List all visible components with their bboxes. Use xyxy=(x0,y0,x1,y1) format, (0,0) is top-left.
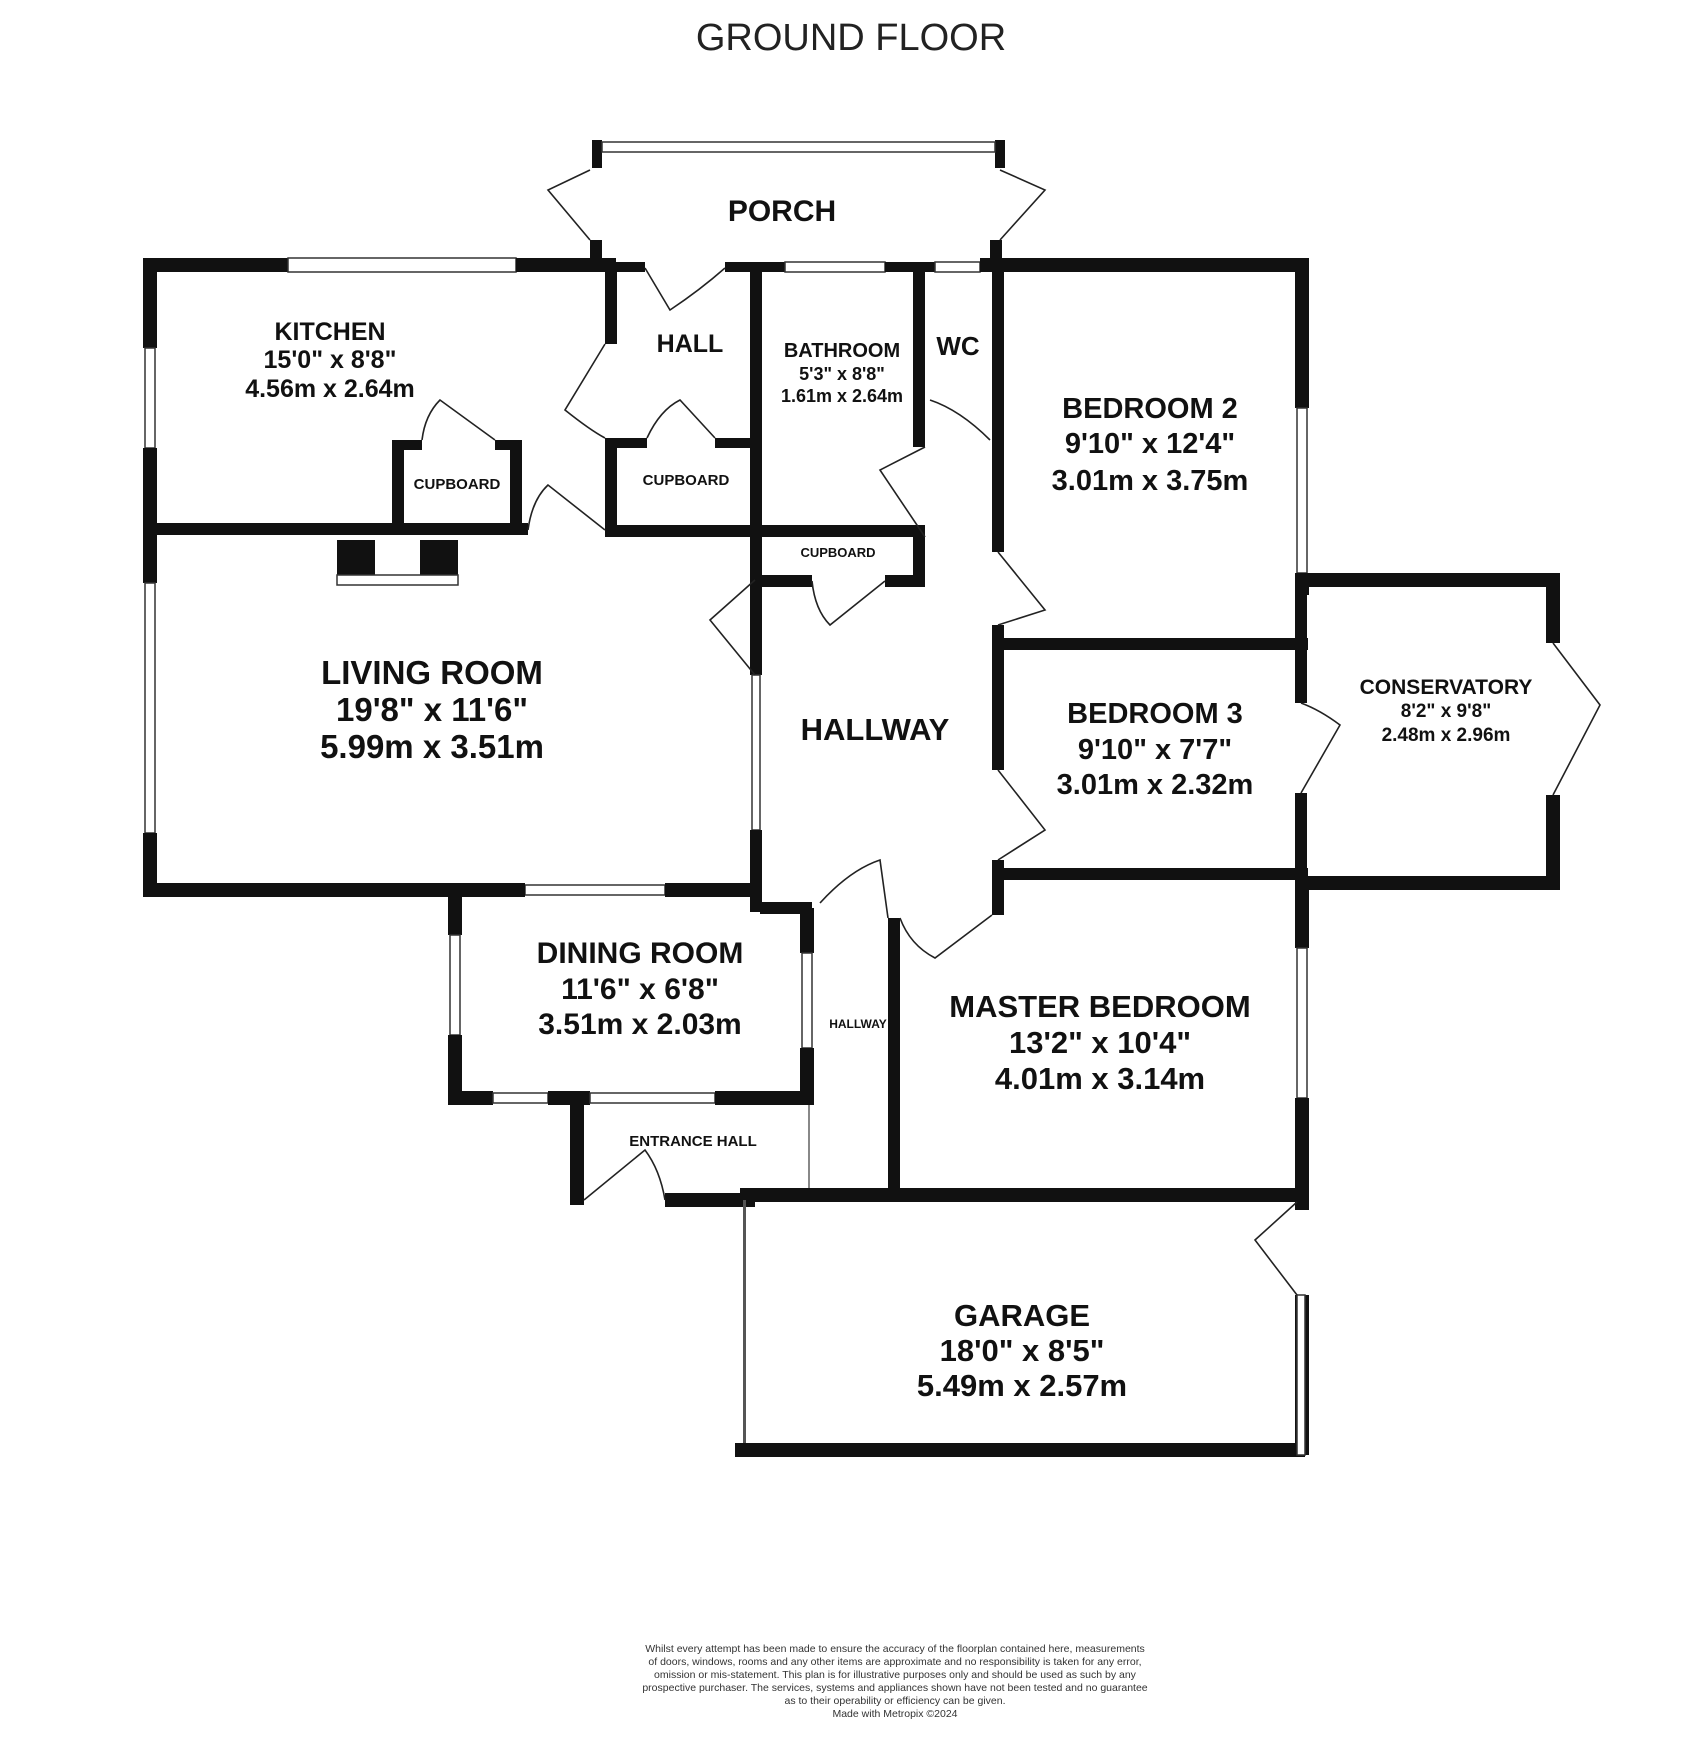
disclaimer-credit: Made with Metropix ©2024 xyxy=(832,1708,957,1720)
walls xyxy=(143,140,1560,1457)
doors xyxy=(421,169,1601,1296)
disclaimer: Whilst every attempt has been made to en… xyxy=(642,1643,1147,1720)
hallway-label: HALLWAY xyxy=(801,712,950,747)
disclaimer-line: prospective purchaser. The services, sys… xyxy=(642,1682,1147,1694)
cupboard-bath-label: CUPBOARD xyxy=(800,545,875,560)
disclaimer-line: as to their operability or efficiency ca… xyxy=(784,1695,1005,1707)
disclaimer-line: omission or mis-statement. This plan is … xyxy=(654,1669,1137,1681)
dining-label: DINING ROOM xyxy=(537,937,744,970)
wc-label: WC xyxy=(936,331,980,361)
bathroom-imperial: 5'3" x 8'8" xyxy=(799,364,885,384)
conservatory-metric: 2.48m x 2.96m xyxy=(1382,725,1511,746)
bedroom2-label: BEDROOM 2 xyxy=(1062,393,1238,425)
master-metric: 4.01m x 3.14m xyxy=(995,1061,1205,1096)
bathroom-metric: 1.61m x 2.64m xyxy=(781,386,903,406)
hallway-small-label: HALLWAY xyxy=(829,1017,887,1031)
bathroom-label: BATHROOM xyxy=(784,340,900,362)
living-label: LIVING ROOM xyxy=(321,654,543,691)
living-metric: 5.99m x 3.51m xyxy=(320,728,544,765)
kitchen-metric: 4.56m x 2.64m xyxy=(245,375,415,403)
entrance-label: ENTRANCE HALL xyxy=(629,1133,757,1150)
bedroom3-label: BEDROOM 3 xyxy=(1067,698,1243,730)
room-labels: PORCH KITCHEN 15'0" x 8'8" 4.56m x 2.64m… xyxy=(245,195,1532,1403)
bedroom2-metric: 3.01m x 3.75m xyxy=(1052,465,1249,497)
master-label: MASTER BEDROOM xyxy=(949,989,1250,1024)
porch-label: PORCH xyxy=(728,195,836,228)
bedroom3-metric: 3.01m x 2.32m xyxy=(1057,769,1254,801)
garage-label: GARAGE xyxy=(954,1298,1090,1333)
cupboard-hall-label: CUPBOARD xyxy=(643,472,730,489)
garage-imperial: 18'0" x 8'5" xyxy=(940,1333,1105,1368)
bedroom2-imperial: 9'10" x 12'4" xyxy=(1065,428,1235,460)
garage-metric: 5.49m x 2.57m xyxy=(917,1368,1127,1403)
living-imperial: 19'8" x 11'6" xyxy=(336,691,528,728)
master-imperial: 13'2" x 10'4" xyxy=(1009,1025,1191,1060)
bedroom3-imperial: 9'10" x 7'7" xyxy=(1078,734,1232,766)
conservatory-imperial: 8'2" x 9'8" xyxy=(1401,701,1491,722)
conservatory-label: CONSERVATORY xyxy=(1360,676,1533,699)
kitchen-label: KITCHEN xyxy=(274,318,385,346)
dining-metric: 3.51m x 2.03m xyxy=(538,1008,741,1041)
kitchen-imperial: 15'0" x 8'8" xyxy=(264,346,397,374)
cupboard-kitchen-label: CUPBOARD xyxy=(414,476,501,493)
floor-title: GROUND FLOOR xyxy=(696,17,1006,59)
dining-imperial: 11'6" x 6'8" xyxy=(561,973,719,1006)
disclaimer-line: of doors, windows, rooms and any other i… xyxy=(648,1656,1141,1668)
disclaimer-line: Whilst every attempt has been made to en… xyxy=(645,1643,1145,1655)
hall-label: HALL xyxy=(657,330,724,358)
